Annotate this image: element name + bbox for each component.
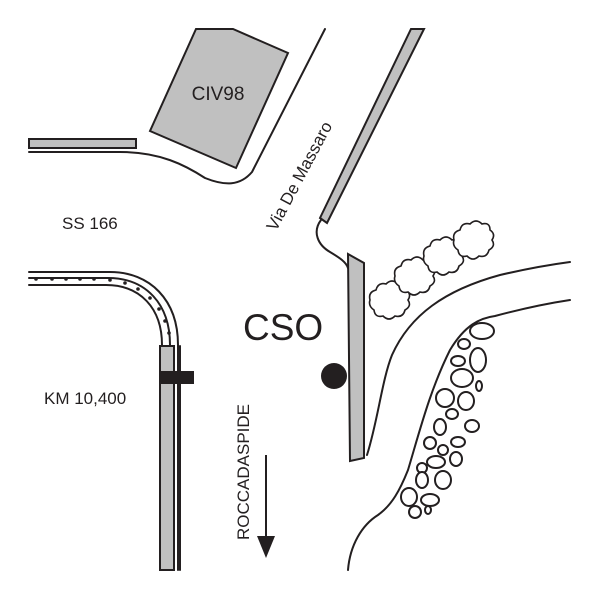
road-edge-north [28,28,326,185]
cso-site: CSO [243,252,365,463]
bush-icon [368,280,411,320]
bush-icon [452,220,495,260]
guardrail-outer [28,271,179,571]
guardrail-inner [28,284,163,346]
guardrail-posts [34,277,171,335]
curb-cso [346,252,365,463]
curb-via-de-massaro [318,28,426,225]
bank-edge [347,299,571,571]
building-civ98: CIV98 [148,28,290,170]
via-de-massaro-east-edge [315,28,426,269]
building-label: CIV98 [192,84,245,105]
direction-label: ROCCADASPIDE [234,404,253,540]
road-edge-south-east [366,261,571,456]
curb-west [159,345,175,571]
ss166-north-edge [28,28,326,185]
rocks [400,322,495,519]
bushes [368,220,495,320]
km-marker-icon [160,371,194,384]
curb-northwest [28,138,137,149]
road-edge-east [315,219,349,269]
site-label: CSO [243,307,323,348]
bush-icon [393,256,436,296]
kilometer-label: KM 10,400 [44,389,126,408]
building-icon [148,28,290,170]
arrow-down-icon [257,536,275,558]
direction-roccadaspide: ROCCADASPIDE [234,404,275,558]
highway-label: SS 166 [62,214,118,233]
guardrail-west [28,271,194,571]
site-marker-icon [321,363,347,389]
guardrail-middle [28,277,171,346]
